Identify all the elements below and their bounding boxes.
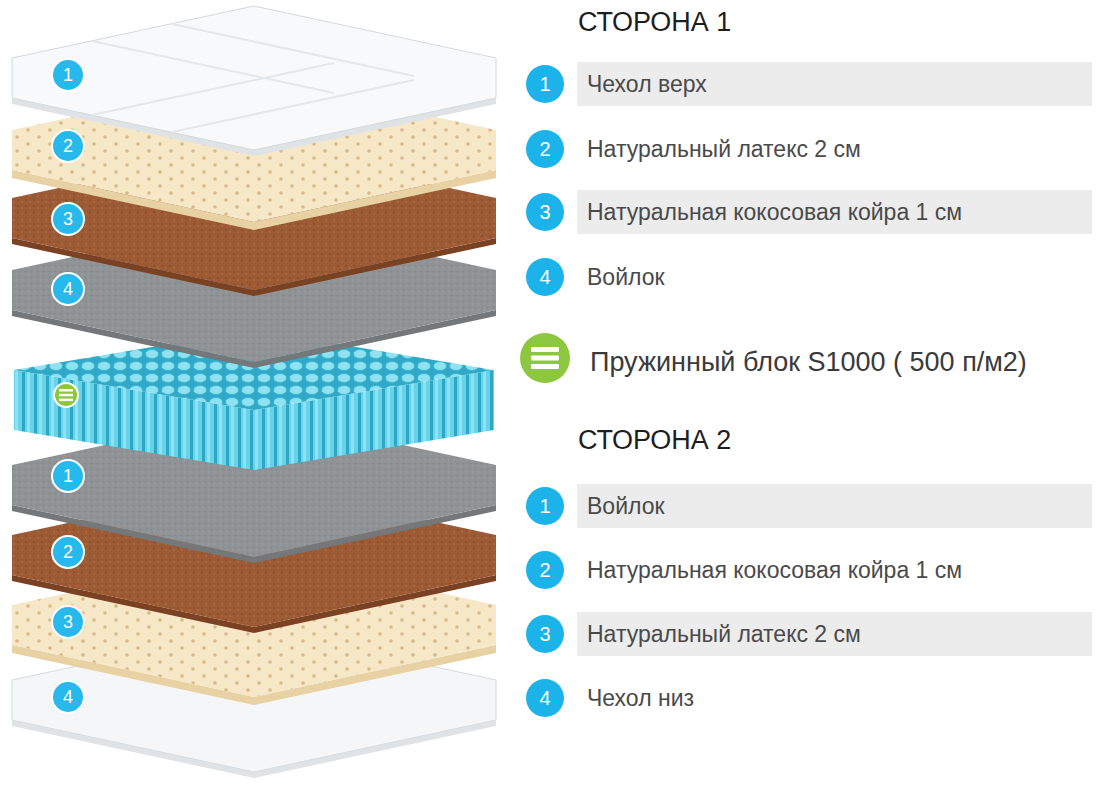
- layer-label: Натуральная кокосовая койра 1 см: [587, 199, 962, 226]
- callout-circle: 1: [526, 487, 564, 525]
- callout-circle: 3: [526, 615, 564, 653]
- layer-label-row: Натуральная кокосовая койра 1 см: [577, 190, 1092, 234]
- callout-circle: 1: [51, 459, 85, 493]
- callout-number: 3: [63, 613, 73, 631]
- callout-number: 1: [63, 467, 73, 485]
- callout-number: 3: [539, 624, 550, 644]
- callout-circle: 3: [526, 193, 564, 231]
- spring-icon: [54, 383, 78, 407]
- layer-label-row: Натуральная кокосовая койра 1 см: [577, 548, 1092, 592]
- layer-label-row: Натуральный латекс 2 см: [577, 127, 1092, 171]
- callout-number: 2: [539, 560, 550, 580]
- layer-label-row: Чехол низ: [577, 676, 1092, 720]
- layer-label: Натуральная кокосовая койра 1 см: [587, 557, 962, 584]
- layer-label: Чехол верх: [587, 71, 707, 98]
- callout-circle: 3: [51, 202, 85, 236]
- callout-number: 4: [539, 267, 550, 287]
- callout-circle: 4: [51, 680, 85, 714]
- callout-circle: 3: [51, 605, 85, 639]
- spring-icon: [520, 333, 570, 383]
- callout-circle: 2: [526, 130, 564, 168]
- callout-circle: 2: [51, 129, 85, 163]
- callout-number: 1: [539, 496, 550, 516]
- side-heading: СТОРОНА 1: [578, 6, 731, 38]
- callout-number: 2: [63, 137, 73, 155]
- callout-circle: 1: [526, 65, 564, 103]
- callout-number: 3: [539, 202, 550, 222]
- cover-top-layer: [12, 6, 496, 156]
- layer-label: Натуральный латекс 2 см: [587, 621, 861, 648]
- callout-number: 2: [539, 139, 550, 159]
- callout-number: 4: [63, 280, 73, 298]
- layer-label: Натуральный латекс 2 см: [587, 136, 861, 163]
- callout-number: 1: [539, 74, 550, 94]
- layer-label-row: Натуральный латекс 2 см: [577, 612, 1092, 656]
- spring-label-row: Пружинный блок S1000 ( 500 п/м2): [590, 340, 1027, 384]
- layer-label-row: Войлок: [577, 255, 1092, 299]
- side-heading: СТОРОНА 2: [578, 424, 731, 456]
- callout-number: 1: [63, 66, 73, 84]
- callout-circle: 4: [526, 679, 564, 717]
- layer-label: Войлок: [587, 493, 665, 520]
- spring-label: Пружинный блок S1000 ( 500 п/м2): [590, 347, 1027, 378]
- layer-face: [12, 6, 496, 150]
- layer-label: Чехол низ: [587, 685, 694, 712]
- callout-circle: 4: [526, 258, 564, 296]
- layer-label: Войлок: [587, 264, 665, 291]
- callout-circle: 2: [51, 535, 85, 569]
- layer-label-row: Чехол верх: [577, 62, 1092, 106]
- callout-number: 4: [539, 688, 550, 708]
- callout-circle: 4: [51, 272, 85, 306]
- callout-number: 2: [63, 543, 73, 561]
- quilting-lines: [92, 24, 414, 132]
- callout-circle: 1: [51, 58, 85, 92]
- callout-number: 4: [63, 688, 73, 706]
- callout-number: 3: [63, 210, 73, 228]
- layer-label-row: Войлок: [577, 484, 1092, 528]
- callout-circle: 2: [526, 551, 564, 589]
